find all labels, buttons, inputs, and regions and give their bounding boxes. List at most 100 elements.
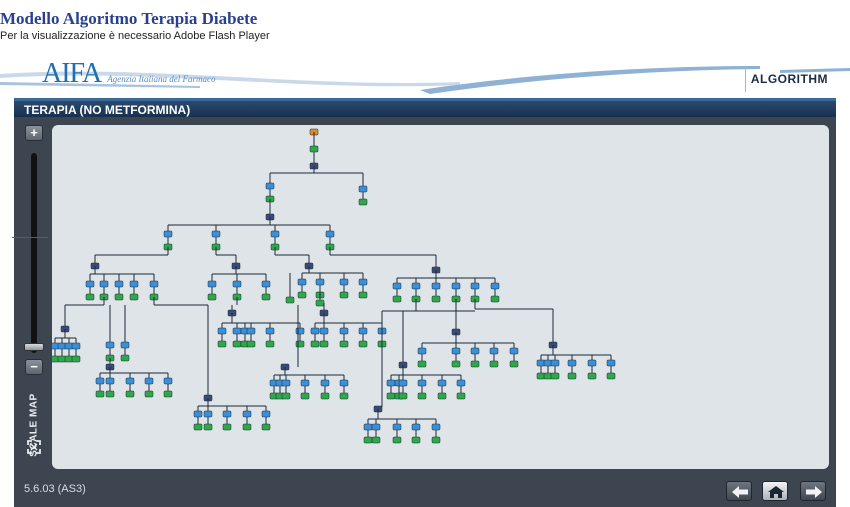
condition-node[interactable]: [451, 347, 461, 355]
condition-node[interactable]: [470, 347, 480, 355]
condition-node[interactable]: [437, 379, 447, 387]
condition-node[interactable]: [99, 280, 109, 288]
condition-node[interactable]: [232, 280, 242, 288]
condition-node[interactable]: [451, 282, 461, 290]
action-node[interactable]: [417, 360, 427, 368]
action-node[interactable]: [392, 295, 402, 303]
condition-node[interactable]: [265, 327, 275, 335]
action-node[interactable]: [587, 372, 597, 380]
action-node[interactable]: [281, 392, 291, 400]
action-node[interactable]: [358, 340, 368, 348]
condition-node[interactable]: [325, 230, 335, 238]
condition-node[interactable]: [120, 341, 130, 349]
condition-node[interactable]: [470, 282, 480, 290]
action-node[interactable]: [222, 423, 232, 431]
action-node[interactable]: [261, 293, 271, 301]
condition-node[interactable]: [297, 278, 307, 286]
action-node[interactable]: [363, 436, 373, 444]
condition-node[interactable]: [281, 379, 291, 387]
condition-node[interactable]: [144, 377, 154, 385]
condition-node[interactable]: [509, 347, 519, 355]
condition-node[interactable]: [417, 379, 427, 387]
action-node[interactable]: [411, 436, 421, 444]
action-node[interactable]: [417, 392, 427, 400]
condition-node[interactable]: [217, 327, 227, 335]
condition-node[interactable]: [550, 359, 560, 367]
action-node[interactable]: [339, 340, 349, 348]
condition-node[interactable]: [261, 410, 271, 418]
condition-node[interactable]: [567, 359, 577, 367]
action-node[interactable]: [358, 291, 368, 299]
condition-node[interactable]: [203, 410, 213, 418]
condition-node[interactable]: [319, 327, 329, 335]
condition-node[interactable]: [129, 280, 139, 288]
action-node[interactable]: [310, 340, 320, 348]
condition-node[interactable]: [300, 379, 310, 387]
condition-node[interactable]: [295, 327, 305, 335]
condition-node[interactable]: [320, 379, 330, 387]
action-node[interactable]: [339, 291, 349, 299]
zoom-in-button[interactable]: +: [25, 125, 43, 141]
condition-node[interactable]: [339, 278, 349, 286]
action-node[interactable]: [320, 392, 330, 400]
action-node[interactable]: [144, 390, 154, 398]
condition-node[interactable]: [149, 280, 159, 288]
fit-to-screen-icon[interactable]: [27, 440, 41, 454]
action-node[interactable]: [163, 390, 173, 398]
action-node[interactable]: [242, 423, 252, 431]
algorithm-tree[interactable]: [52, 125, 829, 469]
action-node[interactable]: [398, 392, 408, 400]
condition-node[interactable]: [386, 379, 396, 387]
condition-node[interactable]: [261, 280, 271, 288]
condition-node[interactable]: [489, 347, 499, 355]
condition-node[interactable]: [95, 377, 105, 385]
action-node[interactable]: [456, 392, 466, 400]
action-node[interactable]: [319, 340, 329, 348]
action-node[interactable]: [95, 390, 105, 398]
back-button[interactable]: [726, 481, 752, 501]
action-node[interactable]: [371, 436, 381, 444]
condition-node[interactable]: [392, 423, 402, 431]
action-node[interactable]: [489, 360, 499, 368]
action-node[interactable]: [203, 423, 213, 431]
action-node[interactable]: [85, 293, 95, 301]
condition-node[interactable]: [114, 280, 124, 288]
action-node[interactable]: [295, 340, 305, 348]
condition-node[interactable]: [398, 379, 408, 387]
condition-node[interactable]: [490, 282, 500, 290]
action-node[interactable]: [550, 372, 560, 380]
action-node[interactable]: [129, 293, 139, 301]
condition-node[interactable]: [105, 377, 115, 385]
zoom-slider-thumb[interactable]: [24, 343, 44, 351]
action-node[interactable]: [386, 392, 396, 400]
condition-node[interactable]: [358, 185, 368, 193]
condition-node[interactable]: [246, 327, 256, 335]
condition-node[interactable]: [207, 280, 217, 288]
action-node[interactable]: [315, 299, 325, 307]
condition-node[interactable]: [392, 282, 402, 290]
action-node[interactable]: [451, 360, 461, 368]
condition-node[interactable]: [163, 377, 173, 385]
action-node[interactable]: [300, 392, 310, 400]
condition-node[interactable]: [71, 342, 81, 350]
condition-node[interactable]: [456, 379, 466, 387]
action-node[interactable]: [114, 293, 124, 301]
action-node[interactable]: [567, 372, 577, 380]
action-node[interactable]: [431, 436, 441, 444]
condition-node[interactable]: [371, 423, 381, 431]
condition-node[interactable]: [265, 182, 275, 190]
condition-node[interactable]: [163, 230, 173, 238]
action-node[interactable]: [232, 340, 242, 348]
condition-node[interactable]: [193, 410, 203, 418]
condition-node[interactable]: [587, 359, 597, 367]
condition-node[interactable]: [310, 327, 320, 335]
action-node[interactable]: [261, 423, 271, 431]
condition-node[interactable]: [431, 423, 441, 431]
action-node[interactable]: [217, 340, 227, 348]
forward-button[interactable]: [800, 481, 826, 501]
condition-node[interactable]: [363, 423, 373, 431]
condition-node[interactable]: [339, 327, 349, 335]
condition-node[interactable]: [358, 327, 368, 335]
action-node[interactable]: [265, 340, 275, 348]
action-node[interactable]: [490, 295, 500, 303]
